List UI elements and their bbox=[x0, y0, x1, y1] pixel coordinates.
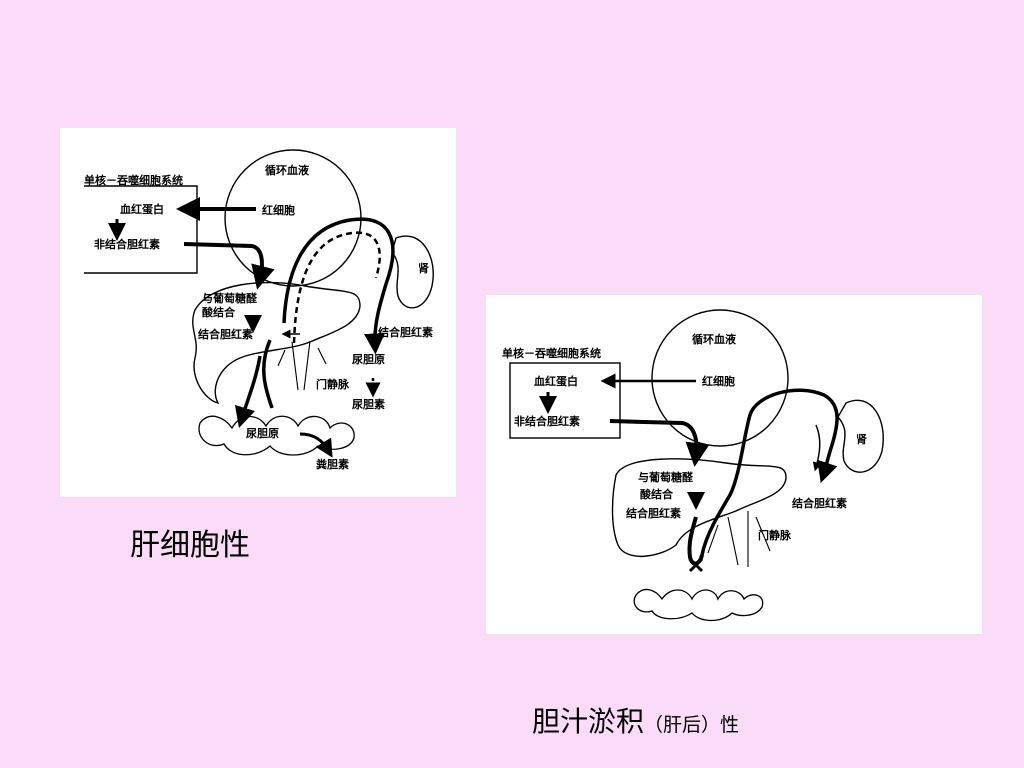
portal-vein-lines-2 bbox=[707, 511, 771, 567]
label-circulation: 循环血液 bbox=[265, 164, 309, 177]
label-red-cell-2: 红细胞 bbox=[702, 375, 735, 388]
label-conjugated-kidney: 结合胆红素 bbox=[378, 326, 433, 339]
label-unconjugated-2: 非结合胆红素 bbox=[514, 415, 580, 428]
label-phagocyte-system: 单核－吞噬细胞系统 bbox=[84, 174, 183, 187]
phagocyte-box bbox=[84, 185, 198, 274]
urobilinogen-loop-dashed bbox=[292, 231, 381, 344]
label-glucuronic-1-2: 与葡萄糖醛 bbox=[638, 471, 693, 484]
label-phagocyte-system-2: 单核－吞噬细胞系统 bbox=[502, 347, 601, 360]
bilirubin-metabolism-drawing bbox=[84, 149, 434, 458]
arrow-to-stercobilin bbox=[299, 432, 333, 458]
label-stercobilin: 粪胆素 bbox=[316, 458, 349, 471]
label-urobilinogen-kidney: 尿胆原 bbox=[352, 353, 385, 366]
label-urobilinogen-gut: 尿胆原 bbox=[246, 427, 279, 440]
label-portal-vein-2: 门静脉 bbox=[758, 529, 791, 542]
label-conjugated-kidney-2: 结合胆红素 bbox=[792, 497, 847, 510]
label-conjugated-liver-2: 结合胆红素 bbox=[626, 507, 681, 520]
label-kidney-2: 肾 bbox=[856, 433, 867, 446]
label-urobilin: 尿胆素 bbox=[352, 398, 385, 411]
kidney-shape bbox=[391, 235, 434, 309]
caption-hepatocellular: 肝细胞性 bbox=[130, 528, 250, 563]
label-red-cell: 红细胞 bbox=[262, 204, 295, 217]
arrow-liver-to-gut bbox=[234, 355, 262, 429]
kidney-shape-2 bbox=[837, 399, 884, 473]
label-hemoglobin: 血红蛋白 bbox=[120, 203, 164, 216]
label-circulation-2: 循环血液 bbox=[692, 333, 736, 346]
caption-cholestatic-main: 胆汁淤积 bbox=[532, 705, 645, 738]
obstruction-x-mark bbox=[688, 557, 704, 573]
phagocyte-box-2 bbox=[509, 362, 621, 439]
bilirubin-loop-solid bbox=[262, 217, 395, 409]
circulation-circle-2 bbox=[651, 309, 789, 447]
liver-shape bbox=[192, 281, 361, 405]
caption-cholestatic: 胆汁淤积（肝后）性 bbox=[532, 700, 739, 740]
label-glucuronic-1: 与葡萄糖醛 bbox=[202, 292, 257, 305]
portal-vein-lines bbox=[277, 340, 327, 391]
diagram-cholestatic: 单核－吞噬细胞系统 循环血液 血红蛋白 红细胞 非结合胆红素 肾 与葡萄糖醛 酸… bbox=[486, 295, 982, 634]
liver-shape-2 bbox=[611, 458, 787, 558]
bilirubin-metabolism-drawing-2 bbox=[509, 309, 884, 622]
label-glucuronic-2: 酸结合 bbox=[202, 306, 235, 319]
label-glucuronic-2-2: 酸结合 bbox=[640, 488, 673, 501]
label-conjugated-liver: 结合胆红素 bbox=[198, 328, 253, 341]
arrow-unconjugated-to-liver bbox=[183, 242, 275, 290]
arrow-kidney-inner bbox=[812, 424, 822, 472]
label-portal-vein: 门静脉 bbox=[316, 378, 349, 391]
label-kidney: 肾 bbox=[418, 262, 429, 275]
diagram-hepatocellular: 单核－吞噬细胞系统 循环血液 红细胞 血红蛋白 非结合胆红素 与葡萄糖醛 酸结合… bbox=[60, 128, 456, 497]
bilirubin-reflux-loop bbox=[700, 388, 839, 556]
intestine-shape-2 bbox=[633, 588, 764, 622]
label-unconjugated: 非结合胆红素 bbox=[94, 238, 160, 251]
arrow-unconjugated-to-liver-2 bbox=[609, 419, 710, 467]
label-hemoglobin-2: 血红蛋白 bbox=[534, 375, 578, 388]
caption-cholestatic-sub: （肝后）性 bbox=[644, 714, 740, 736]
